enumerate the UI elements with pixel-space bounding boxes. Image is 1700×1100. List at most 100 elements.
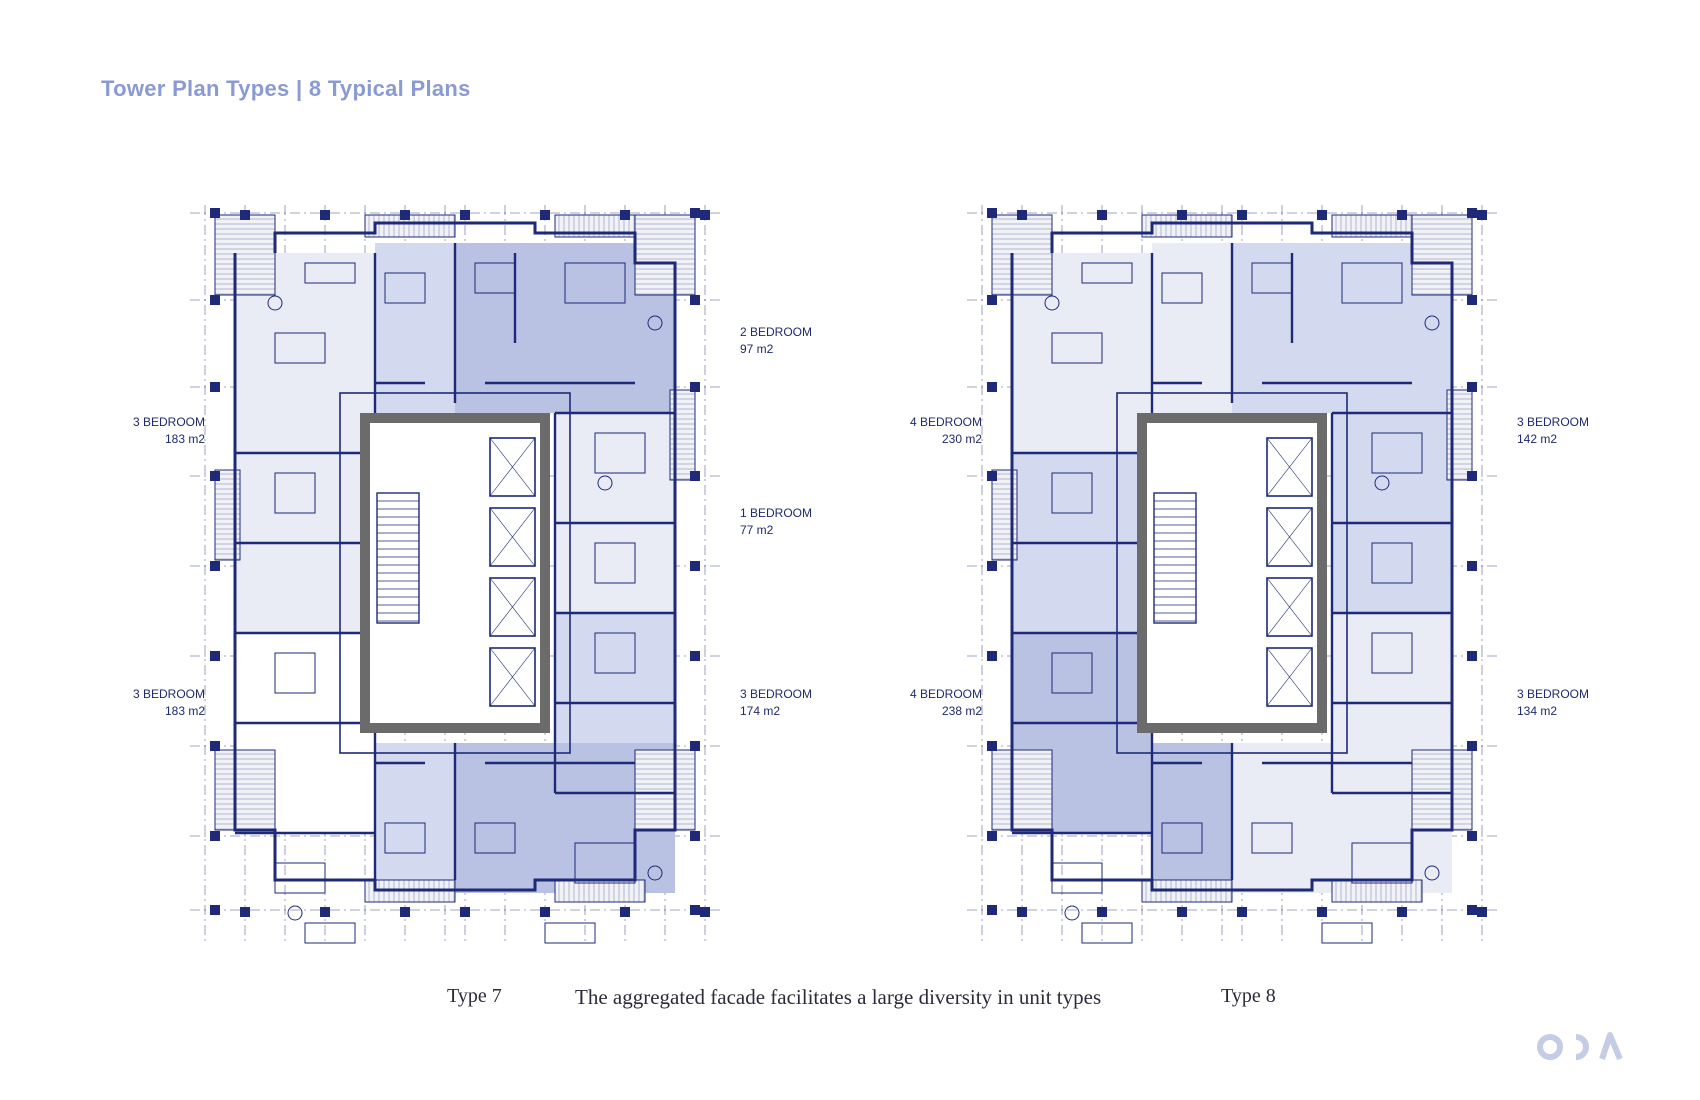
structural-column bbox=[1177, 210, 1187, 220]
structural-column bbox=[1467, 905, 1477, 915]
unit-label-name: 2 BEDROOM bbox=[740, 325, 812, 339]
furniture bbox=[594, 542, 636, 584]
furniture bbox=[1371, 542, 1413, 584]
structural-column bbox=[987, 295, 997, 305]
armchair bbox=[1424, 865, 1440, 881]
oda-logo-icon bbox=[1537, 1032, 1623, 1061]
structural-column bbox=[210, 471, 220, 481]
furniture bbox=[1051, 472, 1093, 514]
balcony bbox=[214, 749, 276, 831]
unit-label-area: 183 m2 bbox=[165, 432, 205, 446]
furniture bbox=[1341, 262, 1403, 304]
structural-column bbox=[690, 831, 700, 841]
structural-column bbox=[987, 561, 997, 571]
armchair bbox=[1424, 315, 1440, 331]
structural-column bbox=[1237, 907, 1247, 917]
structural-column bbox=[1397, 210, 1407, 220]
structural-column bbox=[210, 208, 220, 218]
lift-car bbox=[489, 647, 536, 707]
structural-column bbox=[987, 651, 997, 661]
structural-column bbox=[690, 295, 700, 305]
furniture bbox=[1251, 262, 1293, 294]
structural-column bbox=[690, 471, 700, 481]
furniture bbox=[274, 862, 326, 894]
structural-column bbox=[1467, 471, 1477, 481]
structural-column bbox=[1097, 210, 1107, 220]
structural-column bbox=[1317, 210, 1327, 220]
furniture bbox=[1051, 652, 1093, 694]
furniture bbox=[304, 262, 356, 284]
armchair bbox=[597, 475, 613, 491]
core-lobby bbox=[430, 423, 480, 723]
structural-column bbox=[690, 208, 700, 218]
plan-tagline: The aggregated facade facilitates a larg… bbox=[575, 985, 1102, 1009]
structural-column bbox=[1467, 741, 1477, 751]
furniture bbox=[564, 262, 626, 304]
furniture bbox=[274, 652, 316, 694]
armchair bbox=[287, 905, 303, 921]
structural-column bbox=[320, 210, 330, 220]
armchair bbox=[1044, 295, 1060, 311]
unit-label-name: 1 BEDROOM bbox=[740, 506, 812, 520]
structural-column bbox=[1467, 831, 1477, 841]
furniture bbox=[1371, 632, 1413, 674]
lift-cross bbox=[1266, 437, 1313, 497]
furniture bbox=[1081, 922, 1133, 944]
furniture bbox=[1371, 432, 1423, 474]
structural-column bbox=[210, 561, 220, 571]
structural-column bbox=[210, 905, 220, 915]
furniture bbox=[474, 262, 516, 294]
plan-caption-type-7: Type 7 bbox=[447, 985, 502, 1007]
unit-label-area: 97 m2 bbox=[740, 342, 774, 356]
furniture bbox=[594, 432, 646, 474]
unit-zone bbox=[1332, 413, 1452, 613]
armchair bbox=[647, 315, 663, 331]
unit-label-name: 4 BEDROOM bbox=[910, 687, 982, 701]
unit-label-area: 142 m2 bbox=[1517, 432, 1557, 446]
corridor-outline bbox=[1116, 392, 1348, 754]
lift-car bbox=[1266, 437, 1313, 497]
furniture bbox=[384, 272, 426, 304]
lift-cross bbox=[489, 647, 536, 707]
unit-label-area: 183 m2 bbox=[165, 704, 205, 718]
structural-column bbox=[210, 382, 220, 392]
structural-column bbox=[1477, 210, 1487, 220]
unit-label-name: 3 BEDROOM bbox=[740, 687, 812, 701]
balcony bbox=[991, 214, 1053, 296]
structural-column bbox=[210, 295, 220, 305]
furniture bbox=[544, 922, 596, 944]
armchair bbox=[647, 865, 663, 881]
furniture bbox=[274, 332, 326, 364]
structural-column bbox=[987, 208, 997, 218]
floor-plan-type-8 bbox=[967, 205, 1497, 945]
armchair bbox=[1374, 475, 1390, 491]
lift-cross bbox=[489, 507, 536, 567]
structural-column bbox=[1097, 907, 1107, 917]
unit-label-area: 77 m2 bbox=[740, 523, 774, 537]
structural-column bbox=[1317, 907, 1327, 917]
structural-column bbox=[460, 210, 470, 220]
balcony bbox=[634, 214, 696, 296]
structural-column bbox=[540, 210, 550, 220]
structural-column bbox=[1477, 907, 1487, 917]
structural-column bbox=[690, 905, 700, 915]
lift-car bbox=[1266, 577, 1313, 637]
unit-label-name: 4 BEDROOM bbox=[910, 415, 982, 429]
facade-outline bbox=[233, 221, 677, 892]
structural-column bbox=[320, 907, 330, 917]
furniture bbox=[574, 842, 636, 884]
structural-column bbox=[987, 471, 997, 481]
furniture bbox=[594, 632, 636, 674]
lift-cross bbox=[1266, 647, 1313, 707]
structural-column bbox=[240, 210, 250, 220]
corridor-outline bbox=[339, 392, 571, 754]
furniture bbox=[1351, 842, 1413, 884]
structural-column bbox=[540, 907, 550, 917]
unit-label-area: 134 m2 bbox=[1517, 704, 1557, 718]
lift-cross bbox=[1266, 507, 1313, 567]
structural-column bbox=[690, 382, 700, 392]
structural-column bbox=[690, 651, 700, 661]
furniture bbox=[474, 822, 516, 854]
furniture bbox=[1251, 822, 1293, 854]
furniture bbox=[1161, 822, 1203, 854]
